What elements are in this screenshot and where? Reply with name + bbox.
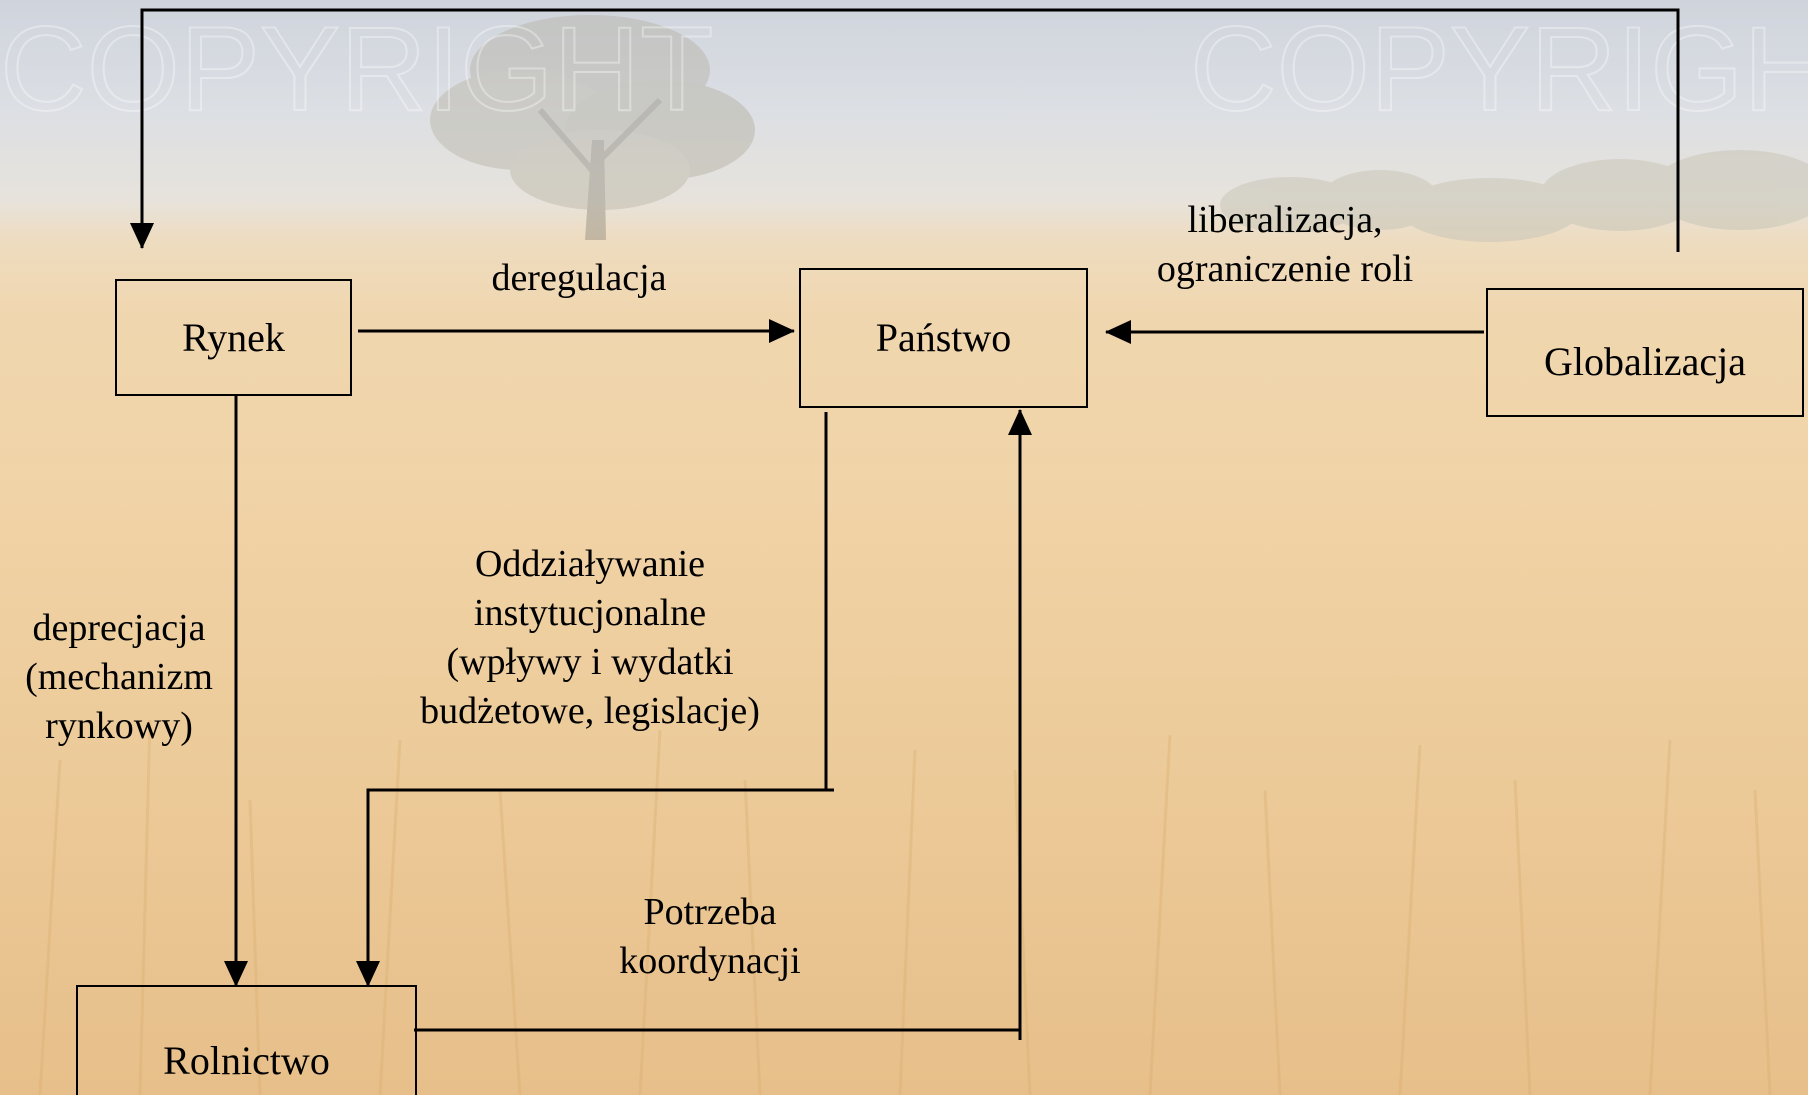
tree-decoration: [430, 15, 755, 240]
edge-label-potrzeba: Potrzeba koordynacji: [619, 891, 801, 982]
node-globalizacja-label: Globalizacja: [1543, 338, 1747, 384]
watermark-right: COPYRIGHT: [1190, 2, 1808, 136]
grass-texture: [38, 719, 1772, 1095]
edge-globalizacja-to-rynek: [130, 8, 1680, 252]
node-rolnictwo: Rolnictwo: [76, 985, 417, 1095]
node-panstwo-label: Państwo: [875, 315, 1012, 360]
edge-label-liberalizacja: liberalizacja, ograniczenie roli: [1156, 199, 1414, 290]
edge-label-deprecjacja: deprecjacja (mechanizm rynkowy): [25, 607, 213, 747]
node-rynek: Rynek: [115, 279, 352, 396]
node-panstwo: Państwo: [799, 268, 1088, 408]
node-rolnictwo-label: Rolnictwo: [163, 1038, 330, 1083]
edge-label-deregulacja: deregulacja: [491, 257, 667, 299]
watermark-left: COPYRIGHT: [0, 2, 713, 136]
node-rynek-label: Rynek: [182, 314, 285, 360]
edge-label-oddzialywanie: Oddziaływanie instytucjonalne (wpływy i …: [420, 543, 760, 732]
node-globalizacja: Globalizacja: [1486, 288, 1804, 417]
edge-panstwo-to-rolnictwo: [356, 412, 828, 987]
treeline-decoration: [1220, 150, 1808, 242]
